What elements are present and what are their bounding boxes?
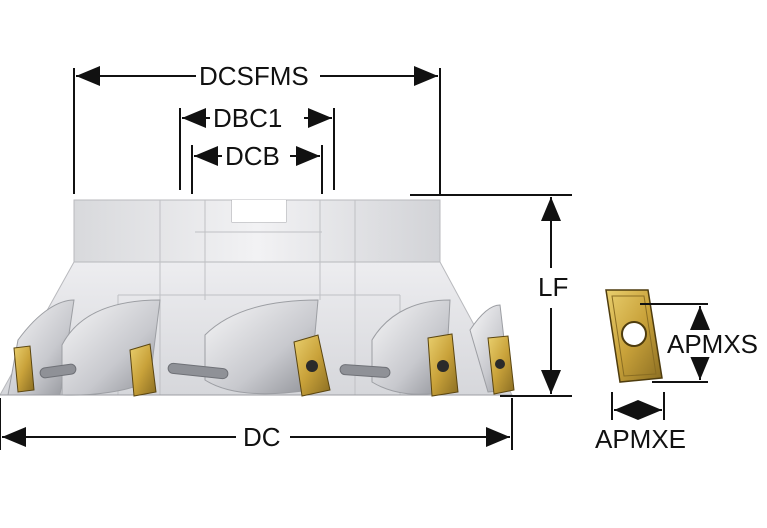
label-apmxe: APMXE <box>595 424 687 454</box>
dimension-lines <box>0 66 710 450</box>
label-dcb: DCB <box>225 141 280 171</box>
label-apmxs: APMXS <box>664 331 762 357</box>
cutter-inserts <box>13 333 515 397</box>
insert-1 <box>13 345 35 393</box>
insert-3 <box>293 334 331 397</box>
insert-5 <box>487 335 515 395</box>
insert-4 <box>427 333 459 397</box>
label-dbc1: DBC1 <box>213 103 283 133</box>
insert-detail <box>605 289 663 383</box>
label-lf: LF <box>535 274 572 300</box>
label-dc: DC <box>243 422 281 452</box>
cutter-body <box>0 199 513 396</box>
insert-2 <box>129 343 157 397</box>
label-dcsfms: DCSFMS <box>199 61 309 91</box>
